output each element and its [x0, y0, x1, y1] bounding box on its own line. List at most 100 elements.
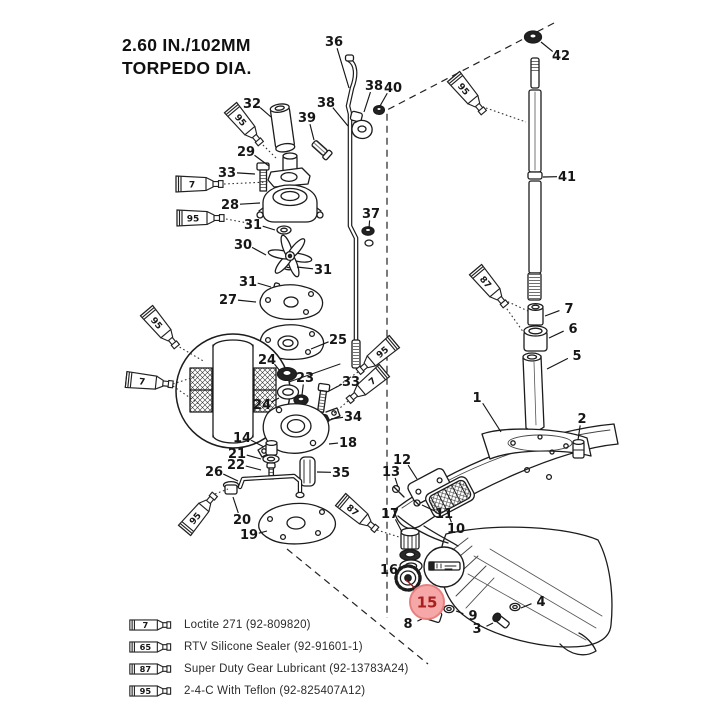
- part-15-gear: [394, 564, 422, 592]
- callout-41: 41: [558, 170, 576, 185]
- callout-leader-6: [548, 330, 564, 339]
- tube-marker-label: 7: [189, 180, 195, 190]
- callout-leader-21: [246, 454, 262, 460]
- tube-marker-95: 95: [177, 491, 219, 537]
- highlighted-part-number[interactable]: 15: [417, 594, 438, 612]
- callout-29: 29: [237, 145, 255, 160]
- callout-leader-10: [446, 510, 452, 523]
- callout-31: 31: [314, 263, 332, 278]
- part-39-screw: [311, 140, 333, 161]
- callout-leader-5: [546, 357, 569, 370]
- callout-6: 6: [568, 322, 577, 337]
- bearing-detail-inset: [175, 333, 341, 449]
- callout-leader-30: [251, 246, 267, 256]
- callout-16: 16: [380, 563, 398, 578]
- callout-21: 21: [228, 447, 246, 462]
- part-20-bushing: [222, 480, 240, 495]
- part-11-screw: [413, 499, 421, 507]
- callout-38: 38: [365, 79, 383, 94]
- tube-icon: 7: [129, 619, 172, 631]
- callout-leader-7: [544, 310, 560, 317]
- callout-leader-20: [232, 496, 239, 514]
- callout-leader-32: [259, 107, 272, 118]
- callout-leader-16: [398, 566, 401, 569]
- callout-17: 17: [381, 507, 399, 522]
- tube-marker-95: 95: [176, 209, 225, 227]
- tube-marker-95: 95: [139, 304, 181, 350]
- callout-19: 19: [240, 528, 258, 543]
- part-24-seals: [276, 366, 300, 400]
- part-25-gasket-plate: [259, 324, 325, 361]
- part-36-shift-rod: [344, 54, 361, 369]
- callout-28: 28: [221, 198, 239, 213]
- callout-13: 13: [382, 465, 400, 480]
- boundary-dashes: [286, 22, 555, 665]
- callout-leader-9: [455, 610, 464, 615]
- callout-7: 7: [564, 302, 573, 317]
- stamp-detail-inset: [423, 546, 465, 588]
- callout-leader-31: [262, 225, 276, 231]
- part-2-cylinder: [572, 438, 585, 459]
- legend-item: 87 Super Duty Gear Lubricant (92-13783A2…: [128, 658, 409, 680]
- callout-leader-24: [271, 397, 280, 403]
- callout-leader-1: [482, 402, 502, 433]
- part-7-sleeve: [527, 302, 544, 326]
- callout-34: 34: [344, 410, 362, 425]
- legend-item: 95 2-4-C With Teflon (92-825407A12): [128, 680, 409, 702]
- callout-27: 27: [219, 293, 237, 308]
- tube-marker-label: 95: [187, 214, 200, 224]
- callout-25: 25: [329, 333, 347, 348]
- callout-3: 3: [472, 622, 481, 637]
- part-28-pump-housing: [256, 184, 324, 223]
- part-14-bushing: [265, 439, 278, 456]
- tube-marker-87: 87: [334, 492, 380, 534]
- tube-leaders: [172, 107, 529, 538]
- tube-marker-95: 95: [355, 334, 401, 376]
- callout-leader-25: [310, 341, 329, 350]
- part-32-cylinder: [269, 103, 296, 153]
- part-19-gasket: [258, 502, 337, 545]
- callout-33: 33: [218, 166, 236, 181]
- callout-leader-39: [309, 124, 315, 141]
- callout-leader-33: [236, 172, 256, 175]
- callout-10: 10: [447, 522, 465, 537]
- callout-24: 24: [258, 353, 276, 368]
- part-40-nut: [372, 104, 386, 116]
- callout-leader-19: [258, 530, 268, 534]
- callout-18: 18: [339, 436, 357, 451]
- callout-leader-22: [245, 465, 262, 471]
- callout-5: 5: [572, 349, 581, 364]
- part-30-impeller: [267, 234, 313, 278]
- tube-icon: 87: [129, 663, 172, 675]
- part-37-nut: [361, 226, 375, 247]
- svg-text:95: 95: [140, 686, 152, 696]
- callout-20: 20: [233, 513, 251, 528]
- part-5-sleeve-tube: [522, 352, 545, 432]
- part-21-washer: [262, 454, 280, 464]
- callout-4: 4: [536, 595, 545, 610]
- callout-leader-33: [328, 383, 343, 392]
- part-9-washer: [443, 604, 455, 614]
- callout-leader-38: [332, 107, 349, 127]
- part-12-plate: [407, 468, 451, 504]
- part-13-screw: [391, 484, 405, 498]
- callout-38: 38: [317, 96, 335, 111]
- legend-item-label: Loctite 271 (92-809820): [184, 619, 311, 631]
- callout-30: 30: [234, 238, 252, 253]
- tube-icon: 95: [129, 685, 172, 697]
- part-4-washer: [509, 602, 521, 612]
- svg-text:7: 7: [143, 620, 149, 630]
- part-26-shift-link: [237, 473, 305, 499]
- callout-leader-23: [301, 384, 304, 396]
- callout-22: 22: [227, 458, 245, 473]
- tube-marker-label: 7: [367, 376, 378, 388]
- callout-leader-28: [239, 202, 261, 205]
- callout-11: 11: [435, 507, 453, 522]
- legend-item: 7 Loctite 271 (92-809820): [128, 614, 409, 636]
- callout-leader-2: [577, 425, 581, 441]
- svg-text:87: 87: [140, 664, 152, 674]
- highlighted-callout-15[interactable]: 15: [405, 579, 445, 620]
- callout-leader-24: [274, 363, 281, 372]
